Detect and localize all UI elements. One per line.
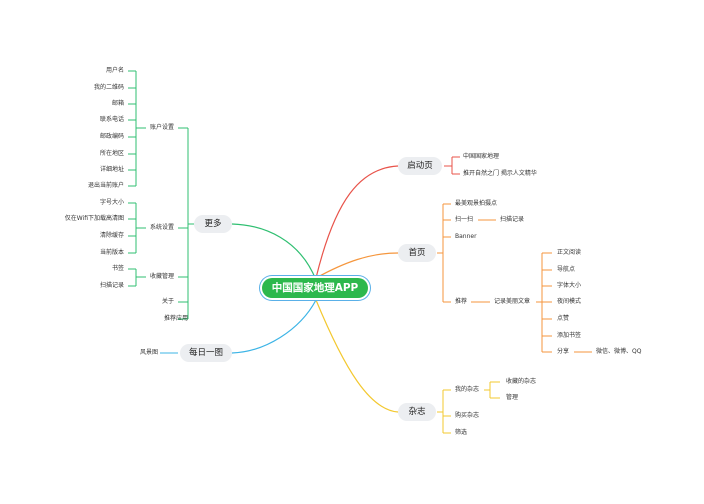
branch-home: 首页	[398, 244, 436, 262]
bracket-launch	[444, 156, 460, 175]
leaf-scenery: 风景图	[139, 349, 158, 356]
connector-root-daily	[231, 299, 317, 354]
leaf-qrcode: 我的二维码	[93, 84, 124, 91]
connector-root-magazine	[315, 299, 399, 413]
node-filter: 筛选	[455, 429, 468, 436]
leaf-email: 邮箱	[111, 100, 124, 107]
leaf-wifi-hd: 仅在Wifi下加载高清图	[64, 215, 124, 222]
node-recommend-apps: 推荐应用	[163, 315, 188, 322]
branch-daily: 每日一图	[180, 344, 232, 362]
connector-root-home	[315, 252, 399, 279]
leaf-share: 分享	[557, 348, 570, 355]
leaf-address: 详细地址	[99, 166, 124, 173]
leaf-region: 所在地区	[99, 150, 124, 157]
node-best-spots: 最美观景拍摄点	[455, 200, 498, 207]
node-my-magazine: 我的杂志	[455, 386, 480, 393]
leaf-manage: 管理	[506, 394, 519, 401]
leaf-brand-name: 中国国家地理	[463, 153, 500, 160]
leaf-phone: 联系电话	[99, 116, 124, 123]
node-account-settings: 账户设置	[149, 124, 174, 131]
branch-more: 更多	[194, 215, 232, 233]
leaf-font-size: 字号大小	[99, 199, 124, 206]
bracket-favorites	[135, 269, 146, 286]
leaf-night-mode: 夜间模式	[557, 298, 582, 305]
node-buy-magazine: 购买杂志	[455, 412, 480, 419]
leaf-slogan: 推开自然之门 揭示人文精华	[463, 170, 537, 177]
leaf-read-text: 正文阅读	[557, 249, 582, 256]
bracket-system	[135, 203, 146, 253]
node-banner: Banner	[455, 233, 477, 240]
leaf-postcode: 邮政编码	[99, 133, 124, 140]
bracket-more	[187, 128, 194, 319]
leaf-font-size-article: 字体大小	[557, 282, 582, 289]
leaf-logout: 退出当前账户	[87, 182, 124, 189]
leaf-bookmark: 书签	[111, 265, 124, 272]
branch-magazine: 杂志	[398, 403, 436, 421]
branch-launch: 启动页	[398, 157, 442, 175]
leaf-version: 当前版本	[99, 249, 124, 256]
bracket-magazine	[437, 389, 451, 434]
node-article: 记录美丽文章	[494, 298, 531, 305]
leaf-saved-magazine: 收藏的杂志	[506, 378, 537, 385]
root-node: 中国国家地理APP	[262, 278, 368, 298]
bracket-home	[437, 203, 451, 303]
leaf-clear-cache: 清除缓存	[99, 232, 124, 239]
connector-root-launch	[315, 165, 399, 279]
leaf-scan-history: 扫描记录	[99, 282, 124, 289]
leaf-add-bookmark: 添加书签	[557, 332, 582, 339]
leaf-username: 用户名	[105, 67, 124, 74]
node-about: 关于	[161, 298, 174, 305]
connector-root-more	[231, 223, 317, 281]
bracket-article	[536, 252, 552, 353]
leaf-like: 点赞	[557, 315, 570, 322]
node-system-settings: 系统设置	[149, 224, 174, 231]
node-favorites-manage: 收藏管理	[149, 273, 174, 280]
leaf-share-targets: 微信、微博、QQ	[596, 348, 642, 355]
bracket-my-magazine	[484, 381, 500, 399]
node-recommend: 推荐	[455, 298, 468, 305]
leaf-nav-point: 导航点	[557, 266, 576, 273]
bracket-account	[135, 71, 146, 186]
leaf-scan-record: 扫描记录	[500, 216, 525, 223]
node-scan: 扫一扫	[455, 216, 474, 223]
